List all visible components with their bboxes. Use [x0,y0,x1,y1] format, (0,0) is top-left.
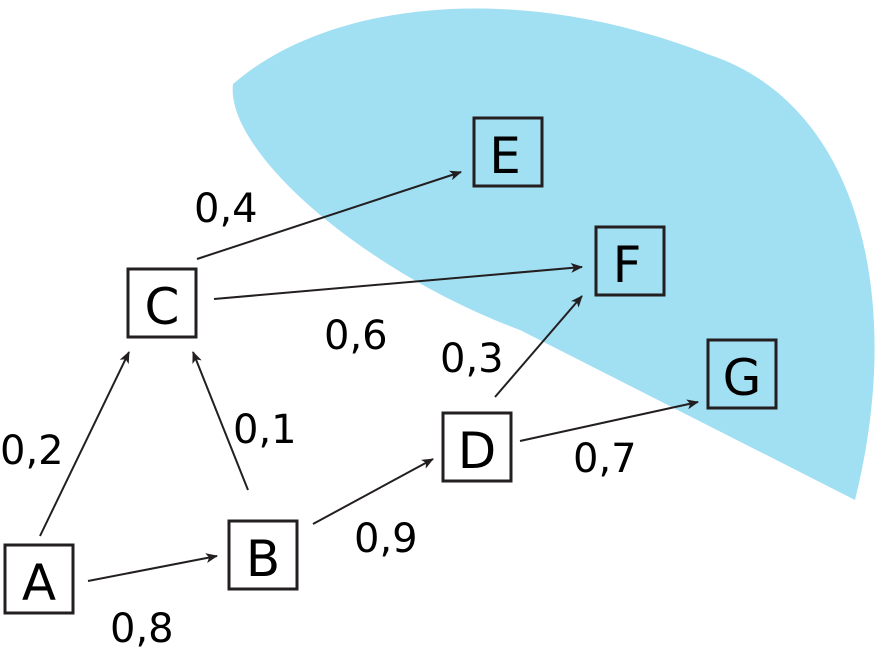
node-d: D [441,411,513,483]
edge-d-g [519,399,699,442]
edge-label-a-c: 0,2 [0,428,64,474]
shaded-region [232,8,875,501]
edge-c-e [196,170,462,260]
edge-a-c [39,351,130,537]
edge-d-f [494,295,583,398]
edge-b-d [312,458,434,525]
node-f-label: F [613,236,642,294]
node-e-label: E [489,127,521,185]
node-a: A [3,543,75,615]
node-g-label: G [723,349,762,407]
edge-b-c [192,351,249,491]
edge-c-f [213,262,583,300]
node-d-label: D [458,422,497,480]
edge-label-d-g: 0,7 [573,436,637,482]
node-b: B [227,519,299,591]
edge-label-d-f: 0,3 [440,336,504,382]
edge-label-a-b: 0,8 [110,606,174,652]
edge-label-b-c: 0,1 [233,407,297,453]
node-c: C [126,267,198,339]
edge-label-c-f: 0,6 [324,313,388,359]
node-c-label: C [145,278,180,336]
node-e: E [472,116,544,188]
edge-label-c-e: 0,4 [194,186,258,232]
node-f: F [594,225,666,297]
edge-label-b-d: 0,9 [354,516,418,562]
node-b-label: B [246,530,280,588]
edge-a-b [87,553,218,582]
node-a-label: A [22,554,56,612]
node-g: G [706,338,778,410]
